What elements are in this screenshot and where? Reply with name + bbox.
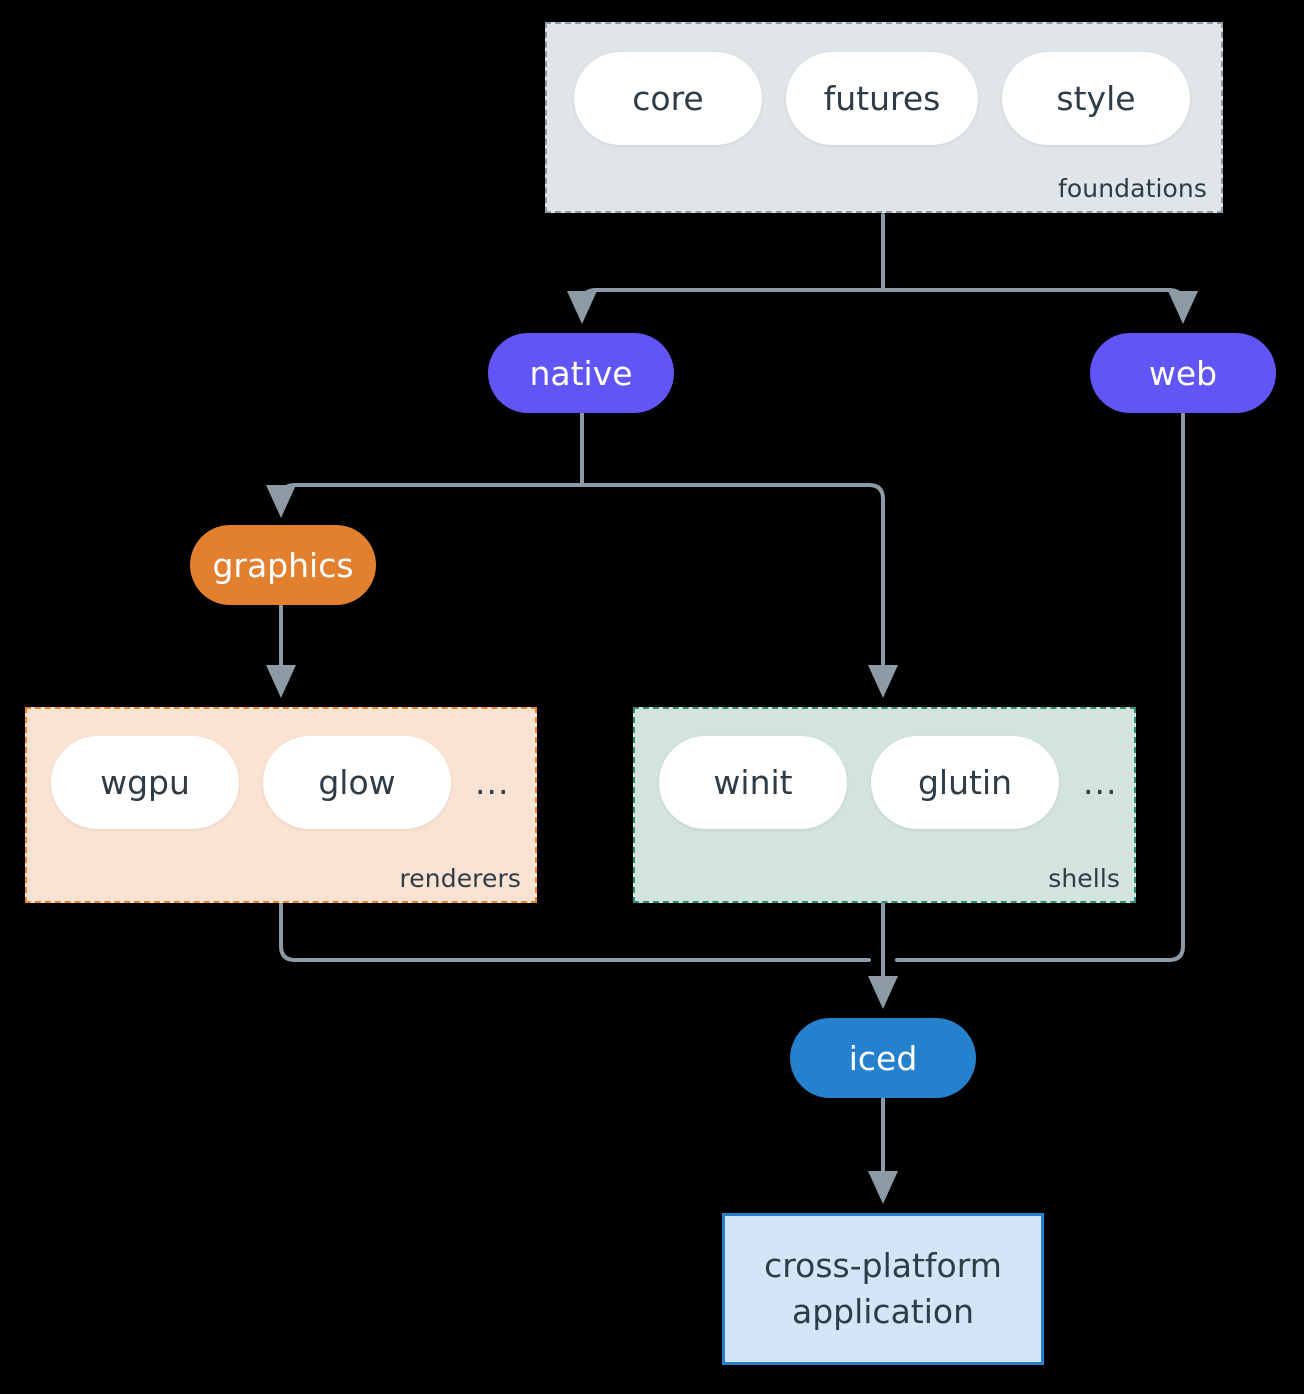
group-label-renderers: renderers: [399, 864, 521, 893]
group-shells: winit glutin ... shells: [633, 707, 1136, 903]
shells-overflow-ellipsis: ...: [1083, 763, 1118, 802]
node-futures[interactable]: futures: [786, 52, 978, 145]
node-style[interactable]: style: [1002, 52, 1190, 145]
node-cross-platform-application[interactable]: cross-platform application: [722, 1213, 1044, 1365]
node-glutin[interactable]: glutin: [871, 736, 1059, 829]
node-iced[interactable]: iced: [790, 1018, 976, 1098]
node-web[interactable]: web: [1090, 333, 1276, 413]
node-wgpu[interactable]: wgpu: [51, 736, 239, 829]
renderers-items: wgpu glow ...: [51, 736, 509, 829]
edge-native-to-graphics: [266, 483, 584, 518]
application-label-line2: application: [791, 1292, 975, 1331]
node-graphics[interactable]: graphics: [190, 525, 376, 605]
group-label-foundations: foundations: [1058, 174, 1207, 203]
node-glow[interactable]: glow: [263, 736, 451, 829]
group-foundations: core futures style foundations: [545, 22, 1223, 213]
foundations-items: core futures style: [574, 52, 1190, 145]
renderers-overflow-ellipsis: ...: [475, 763, 510, 802]
edge-native-to-shells: [580, 483, 898, 698]
shells-items: winit glutin ...: [659, 736, 1117, 829]
node-winit[interactable]: winit: [659, 736, 847, 829]
edge-foundations-to-native: [567, 288, 885, 324]
group-renderers: wgpu glow ... renderers: [25, 707, 537, 903]
group-label-shells: shells: [1048, 864, 1120, 893]
application-label-line1: cross-platform: [764, 1246, 1002, 1285]
node-core[interactable]: core: [574, 52, 762, 145]
edge-renderers-to-bus: [279, 902, 871, 962]
node-native[interactable]: native: [488, 333, 674, 413]
edge-foundations-to-web: [881, 288, 1198, 324]
